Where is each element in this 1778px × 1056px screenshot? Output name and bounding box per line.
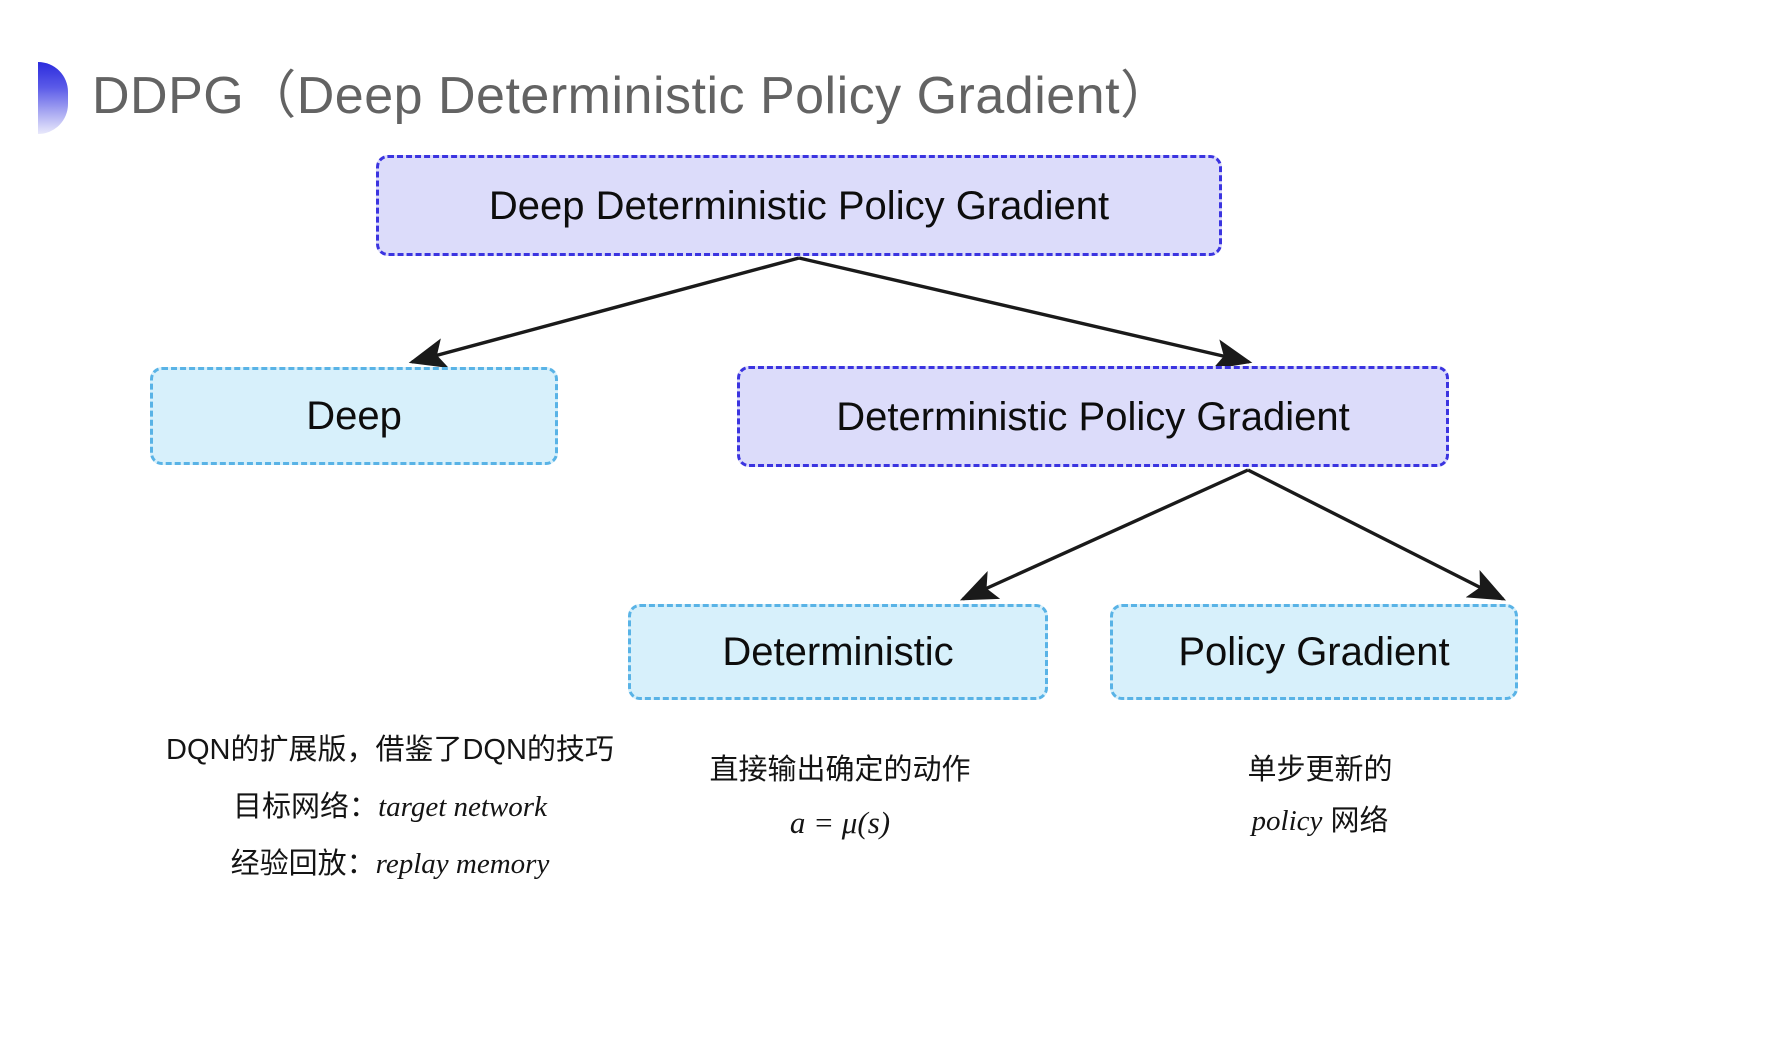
node-deep[interactable]: Deep [150, 367, 558, 465]
caption-deterministic-line-1: 直接输出确定的动作 [709, 754, 971, 786]
caption-policy-line-2: policy 网络 [1190, 799, 1450, 844]
page-title: DDPG（Deep Deterministic Policy Gradient） [92, 67, 1173, 125]
title-bullet-icon [38, 62, 68, 134]
node-label: Deterministic Policy Gradient [836, 394, 1350, 439]
node-deterministic-policy-gradient[interactable]: Deterministic Policy Gradient [737, 366, 1449, 467]
caption-policy-line-2-term: policy [1251, 804, 1323, 837]
edge-root-to-deep [408, 256, 800, 368]
node-policy-gradient[interactable]: Policy Gradient [1110, 604, 1518, 700]
caption-deep-line-2-label: 目标网络： [233, 790, 379, 823]
edge-dpg-to-policy-gradient [1247, 468, 1507, 601]
caption-deep-line-3-term: replay memory [375, 847, 550, 880]
edge-root-to-dpg [798, 256, 1253, 370]
caption-deep-line-2: 目标网络：target network [130, 785, 650, 830]
caption-deep-line-3-label: 经验回放： [230, 847, 376, 880]
node-deterministic[interactable]: Deterministic [628, 604, 1048, 700]
caption-policy-gradient: 单步更新的 policy 网络 [1190, 748, 1450, 844]
caption-policy-line-2-suffix: 网络 [1322, 804, 1389, 837]
edge-dpg-to-deterministic [959, 468, 1249, 601]
node-label: Policy Gradient [1178, 630, 1450, 674]
node-label: Deep [306, 394, 402, 438]
caption-deep-line-3: 经验回放：replay memory [130, 842, 650, 887]
caption-policy-line-1: 单步更新的 [1247, 754, 1393, 786]
node-label: Deterministic [722, 630, 954, 674]
caption-deep-line-1: DQN的扩展版，借鉴了DQN的技巧 [166, 734, 614, 766]
node-label: Deep Deterministic Policy Gradient [488, 183, 1110, 228]
caption-deep-line-2-term: target network [378, 790, 547, 823]
caption-deep: DQN的扩展版，借鉴了DQN的技巧 目标网络：target network 经验… [130, 728, 650, 887]
caption-deterministic: 直接输出确定的动作 a = μ(s) [690, 748, 990, 847]
node-deep-deterministic-policy-gradient[interactable]: Deep Deterministic Policy Gradient [376, 155, 1222, 256]
caption-deterministic-formula: a = μ(s) [789, 804, 891, 840]
